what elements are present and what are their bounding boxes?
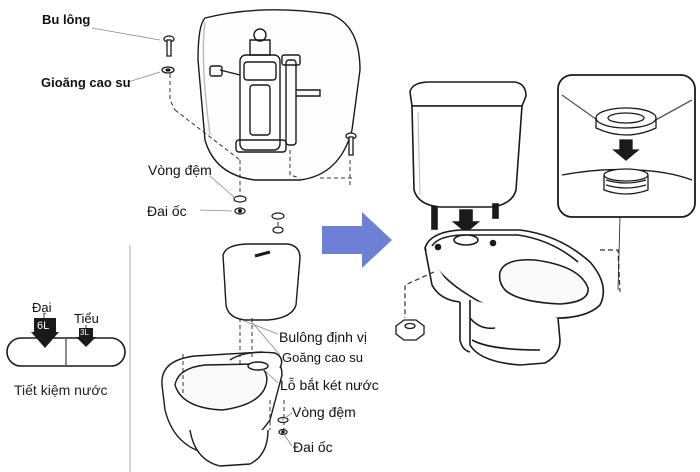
big-flush-arrow (34, 318, 56, 333)
tank-exploded-view (197, 9, 361, 181)
left-small-parts (277, 416, 289, 436)
label-flush-6l: 6L (37, 320, 50, 332)
small-flush-arrow (79, 328, 93, 338)
zoom-inset (557, 74, 696, 291)
label-goang-cao-su: Goăng cao su (282, 350, 363, 365)
label-flush-dai: Đại (32, 300, 52, 315)
toilet-assembly-right (409, 81, 605, 366)
bowl-with-tank-left (161, 243, 301, 467)
label-vong-dem-top: Vòng đệm (148, 162, 212, 178)
label-flush-tieu: Tiểu (74, 311, 99, 326)
left-dashed-guides (182, 318, 285, 432)
top-bolt (161, 35, 175, 74)
right-bolt (345, 132, 357, 156)
top-nuts (233, 195, 285, 234)
label-dai-oc-top: Đai ốc (147, 203, 187, 219)
label-lo-bat-ket-nuoc: Lỗ bắt két nước (280, 377, 379, 393)
right-dashed-guides (404, 249, 621, 318)
label-vong-dem-bottom: Vòng đệm (292, 404, 356, 420)
top-leader-lines (91, 27, 236, 212)
mounting-nut (394, 319, 426, 341)
transition-arrow (322, 212, 392, 268)
bottom-leader-lines (241, 319, 293, 447)
label-bu-long: Bu lông (42, 12, 91, 27)
label-tiet-kiem-nuoc: Tiết kiệm nước (14, 382, 108, 398)
label-gioang-cao-su: Gioăng cao su (41, 75, 131, 90)
label-flush-3l: 3L (80, 328, 89, 337)
label-buloong-dinh-vi: Bulông định vị (279, 329, 367, 345)
label-dai-oc-bottom: Đai ốc (293, 439, 333, 455)
dual-flush-button (6, 313, 126, 367)
